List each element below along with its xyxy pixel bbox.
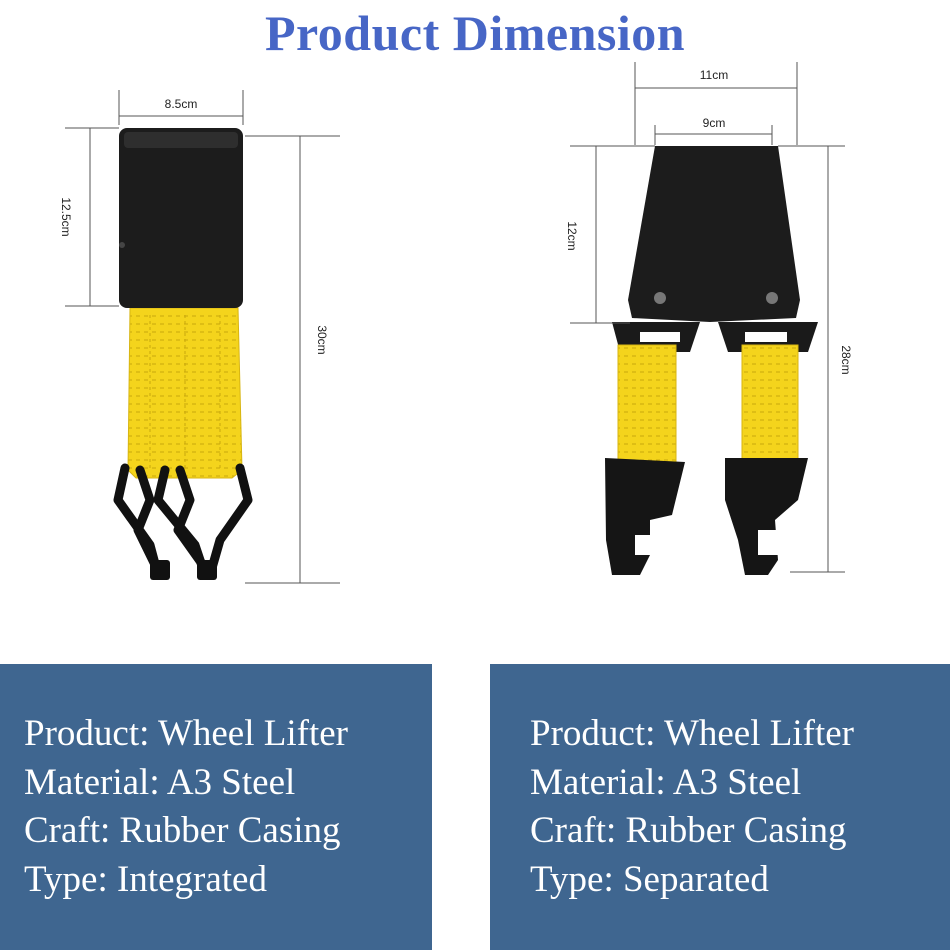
separated-total-height-label: 28cm — [839, 345, 853, 374]
rubber-casing — [119, 128, 243, 308]
separated-outer-width-label: 11cm — [700, 68, 728, 82]
product-name: Product: Wheel Lifter — [24, 713, 348, 754]
separated-inner-width-label: 9cm — [703, 116, 726, 130]
integrated-dimension-lines — [65, 90, 340, 584]
hook-left — [605, 458, 685, 575]
separated-info-panel: Product: Wheel Lifter Material: A3 Steel… — [490, 664, 950, 950]
craft: Craft: Rubber Casing — [530, 810, 847, 851]
rubber-casing — [628, 146, 800, 322]
separated-body-height-label: 12cm — [565, 221, 579, 250]
integrated-body-height-label: 12.5cm — [59, 197, 73, 236]
integrated-total-height-label: 30cm — [315, 325, 329, 354]
product-name: Product: Wheel Lifter — [530, 713, 854, 754]
hooks — [113, 463, 253, 580]
integrated-info-panel: Product: Wheel Lifter Material: A3 Steel… — [0, 664, 432, 950]
material: Material: A3 Steel — [530, 761, 802, 803]
material: Material: A3 Steel — [24, 761, 296, 803]
craft: Craft: Rubber Casing — [24, 810, 341, 851]
hook-right — [725, 458, 808, 575]
product-dimension-figure: 8.5cm 12.5cm 30cm 11cm 9cm — [59, 62, 853, 584]
type: Type: Separated — [530, 858, 769, 900]
type: Type: Integrated — [24, 858, 267, 900]
integrated-lifter-photo — [113, 128, 253, 580]
separated-lifter-photo — [605, 146, 818, 575]
yellow-strap-left — [617, 344, 677, 474]
page-title: Product Dimension — [264, 5, 686, 61]
separated-dimension-lines — [570, 62, 845, 573]
yellow-strap-right — [741, 344, 799, 466]
integrated-width-label: 8.5cm — [165, 97, 198, 111]
